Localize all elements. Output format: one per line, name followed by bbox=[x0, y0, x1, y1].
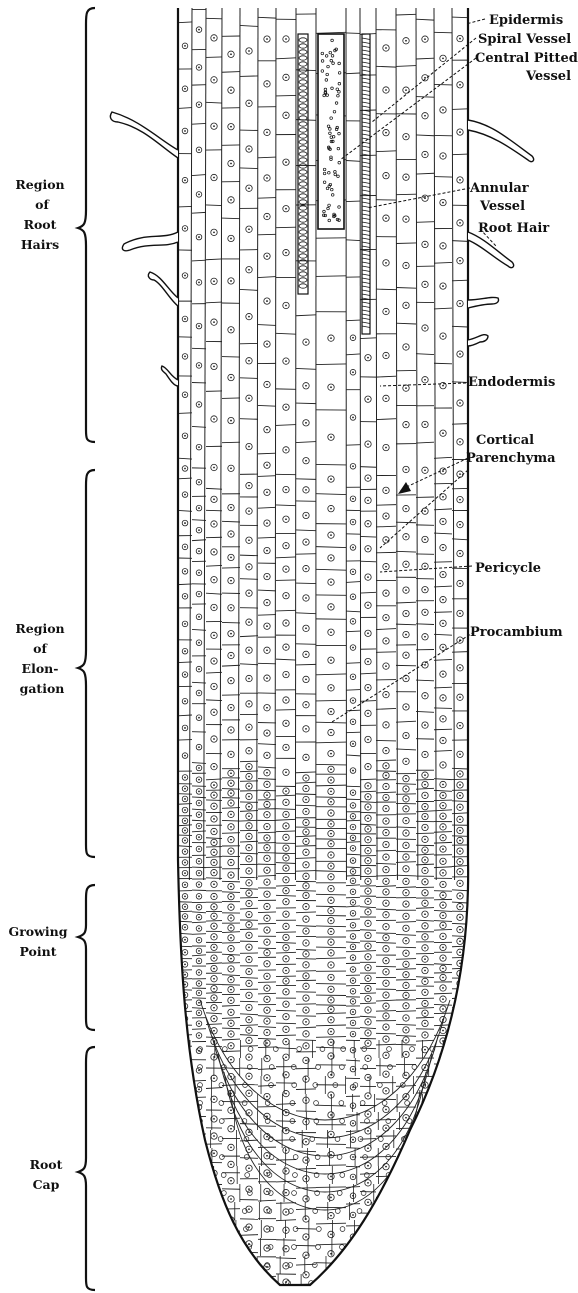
label-region-elongation-2: of bbox=[33, 641, 48, 656]
label-region-root-hairs-3: Root bbox=[24, 217, 57, 232]
label-region-root-hairs-1: Region bbox=[15, 177, 64, 192]
label-root-hair: Root Hair bbox=[478, 221, 549, 236]
label-region-elongation-4: gation bbox=[20, 681, 65, 696]
region-brackets bbox=[78, 8, 95, 1290]
label-central-pitted-2: Vessel bbox=[525, 69, 571, 84]
bracket-root-cap bbox=[78, 1047, 95, 1290]
region-labels: Region of Root Hairs Region of Elon- gat… bbox=[9, 177, 68, 1192]
label-growing-point-2: Point bbox=[19, 944, 56, 959]
label-pericycle: Pericycle bbox=[475, 561, 541, 576]
label-region-root-hairs-2: of bbox=[35, 197, 50, 212]
label-region-elongation-1: Region bbox=[15, 621, 64, 636]
label-cortical-2: Parenchyma bbox=[466, 451, 556, 466]
label-spiral-vessel: Spiral Vessel bbox=[478, 32, 571, 47]
root-body bbox=[110, 8, 533, 1293]
label-root-cap-2: Cap bbox=[33, 1177, 60, 1192]
label-region-root-hairs-4: Hairs bbox=[21, 237, 59, 252]
label-growing-point-1: Growing bbox=[9, 924, 68, 939]
bracket-root-hairs bbox=[78, 8, 95, 442]
label-epidermis: Epidermis bbox=[489, 13, 563, 28]
bracket-growing-point bbox=[78, 885, 95, 1030]
label-region-elongation-3: Elon- bbox=[22, 661, 59, 676]
arrow-head-cortical bbox=[398, 482, 411, 494]
label-endodermis: Endodermis bbox=[468, 375, 555, 390]
label-annular-2: Vessel bbox=[479, 199, 525, 214]
label-annular-1: Annular bbox=[469, 181, 529, 196]
label-procambium: Procambium bbox=[470, 625, 563, 640]
leader-pericycle bbox=[380, 566, 472, 572]
label-central-pitted-1: Central Pitted bbox=[475, 51, 578, 66]
bracket-elongation bbox=[78, 470, 95, 857]
structure-labels: Epidermis Spiral Vessel Central Pitted V… bbox=[466, 13, 578, 640]
leader-cortical-1 bbox=[400, 458, 468, 490]
label-cortical-1: Cortical bbox=[476, 433, 534, 448]
label-root-cap-1: Root bbox=[30, 1157, 63, 1172]
